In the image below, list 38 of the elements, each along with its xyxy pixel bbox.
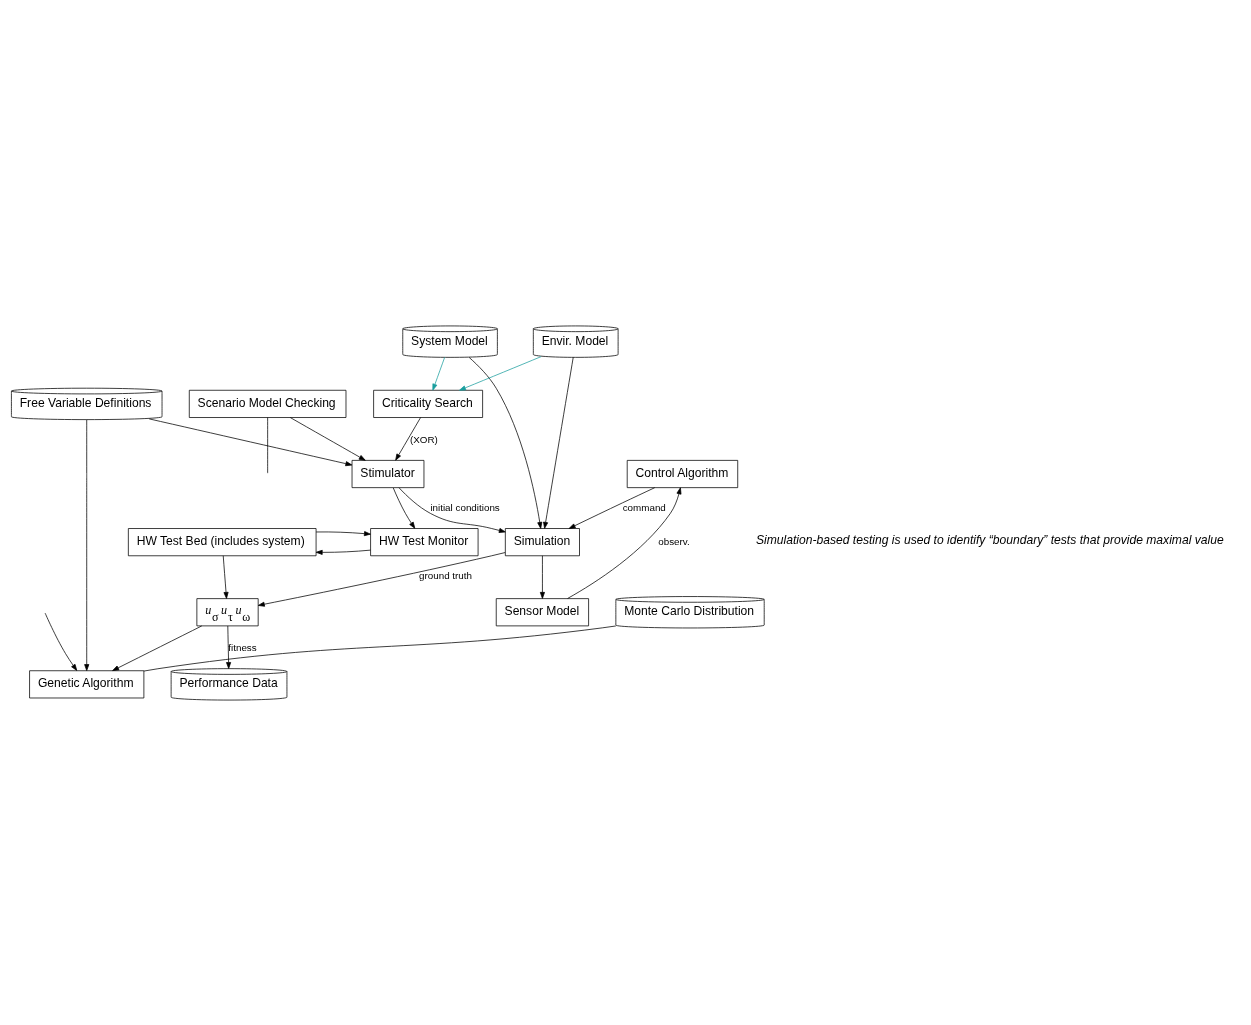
connector [143, 625, 617, 671]
arrow [398, 486, 506, 533]
node-box: Sensor Model [495, 597, 589, 626]
edge-label: ground truth [419, 569, 473, 581]
node-box: Control Algorithm [626, 459, 739, 488]
node-box: HW Test Bed (includes system) [128, 527, 317, 556]
node-box: HW Test Monitor [370, 527, 479, 556]
node-box: Genetic Algorithm [29, 669, 145, 698]
node-box: Simulation [504, 527, 580, 556]
edge-label: observ. [658, 535, 690, 547]
arrow [567, 486, 682, 599]
arrow [315, 549, 371, 555]
arrow [459, 355, 542, 391]
connector [267, 416, 268, 474]
arrow [468, 356, 543, 529]
arrow [148, 418, 353, 466]
arrow [315, 530, 371, 536]
edge-label: (XOR) [409, 433, 438, 445]
edge-label: fitness [228, 641, 257, 653]
arrow [289, 416, 366, 461]
arrow [543, 356, 574, 529]
arrow [84, 418, 90, 671]
arrow [568, 486, 656, 529]
arrow [257, 551, 506, 607]
node-box: Criticality Search [373, 389, 483, 418]
arrow [539, 554, 545, 599]
label: Simulation-based testing is used to identify “boundary” tests that provide maximal value [755, 532, 1224, 547]
arrow [222, 554, 229, 599]
node-box: Stimulator [351, 459, 425, 488]
edge-label: initial conditions [430, 501, 500, 513]
arrow [44, 612, 78, 671]
arrow [395, 416, 421, 461]
arrow [226, 625, 232, 669]
arrow [432, 356, 445, 391]
node-box: Scenario Model Checking [188, 389, 347, 418]
arrow [392, 487, 416, 529]
edge-label: command [622, 501, 666, 513]
arrow [112, 625, 203, 671]
